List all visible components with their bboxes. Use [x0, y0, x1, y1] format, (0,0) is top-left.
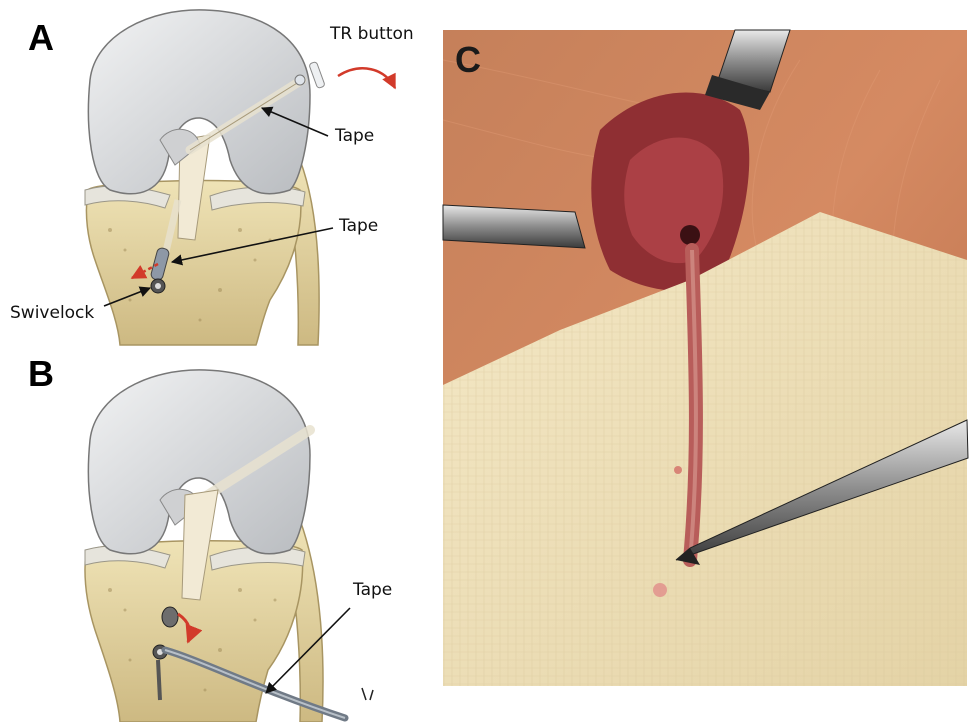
- panel-label-c: C: [455, 42, 481, 78]
- annotation-tape-tibia: Tape: [339, 218, 378, 235]
- panel-a-illustration: [64, 0, 395, 345]
- annotation-tape-b: Tape: [353, 582, 392, 599]
- annotation-swivelock: Swivelock: [10, 305, 94, 322]
- panel-label-b: B: [28, 356, 54, 392]
- annotation-tr-button: TR button: [330, 26, 414, 43]
- annotation-tape-femur: Tape: [335, 128, 374, 145]
- panel-c-photo: [443, 30, 968, 686]
- panel-b-illustration: [64, 350, 384, 722]
- panel-label-a: A: [28, 20, 54, 56]
